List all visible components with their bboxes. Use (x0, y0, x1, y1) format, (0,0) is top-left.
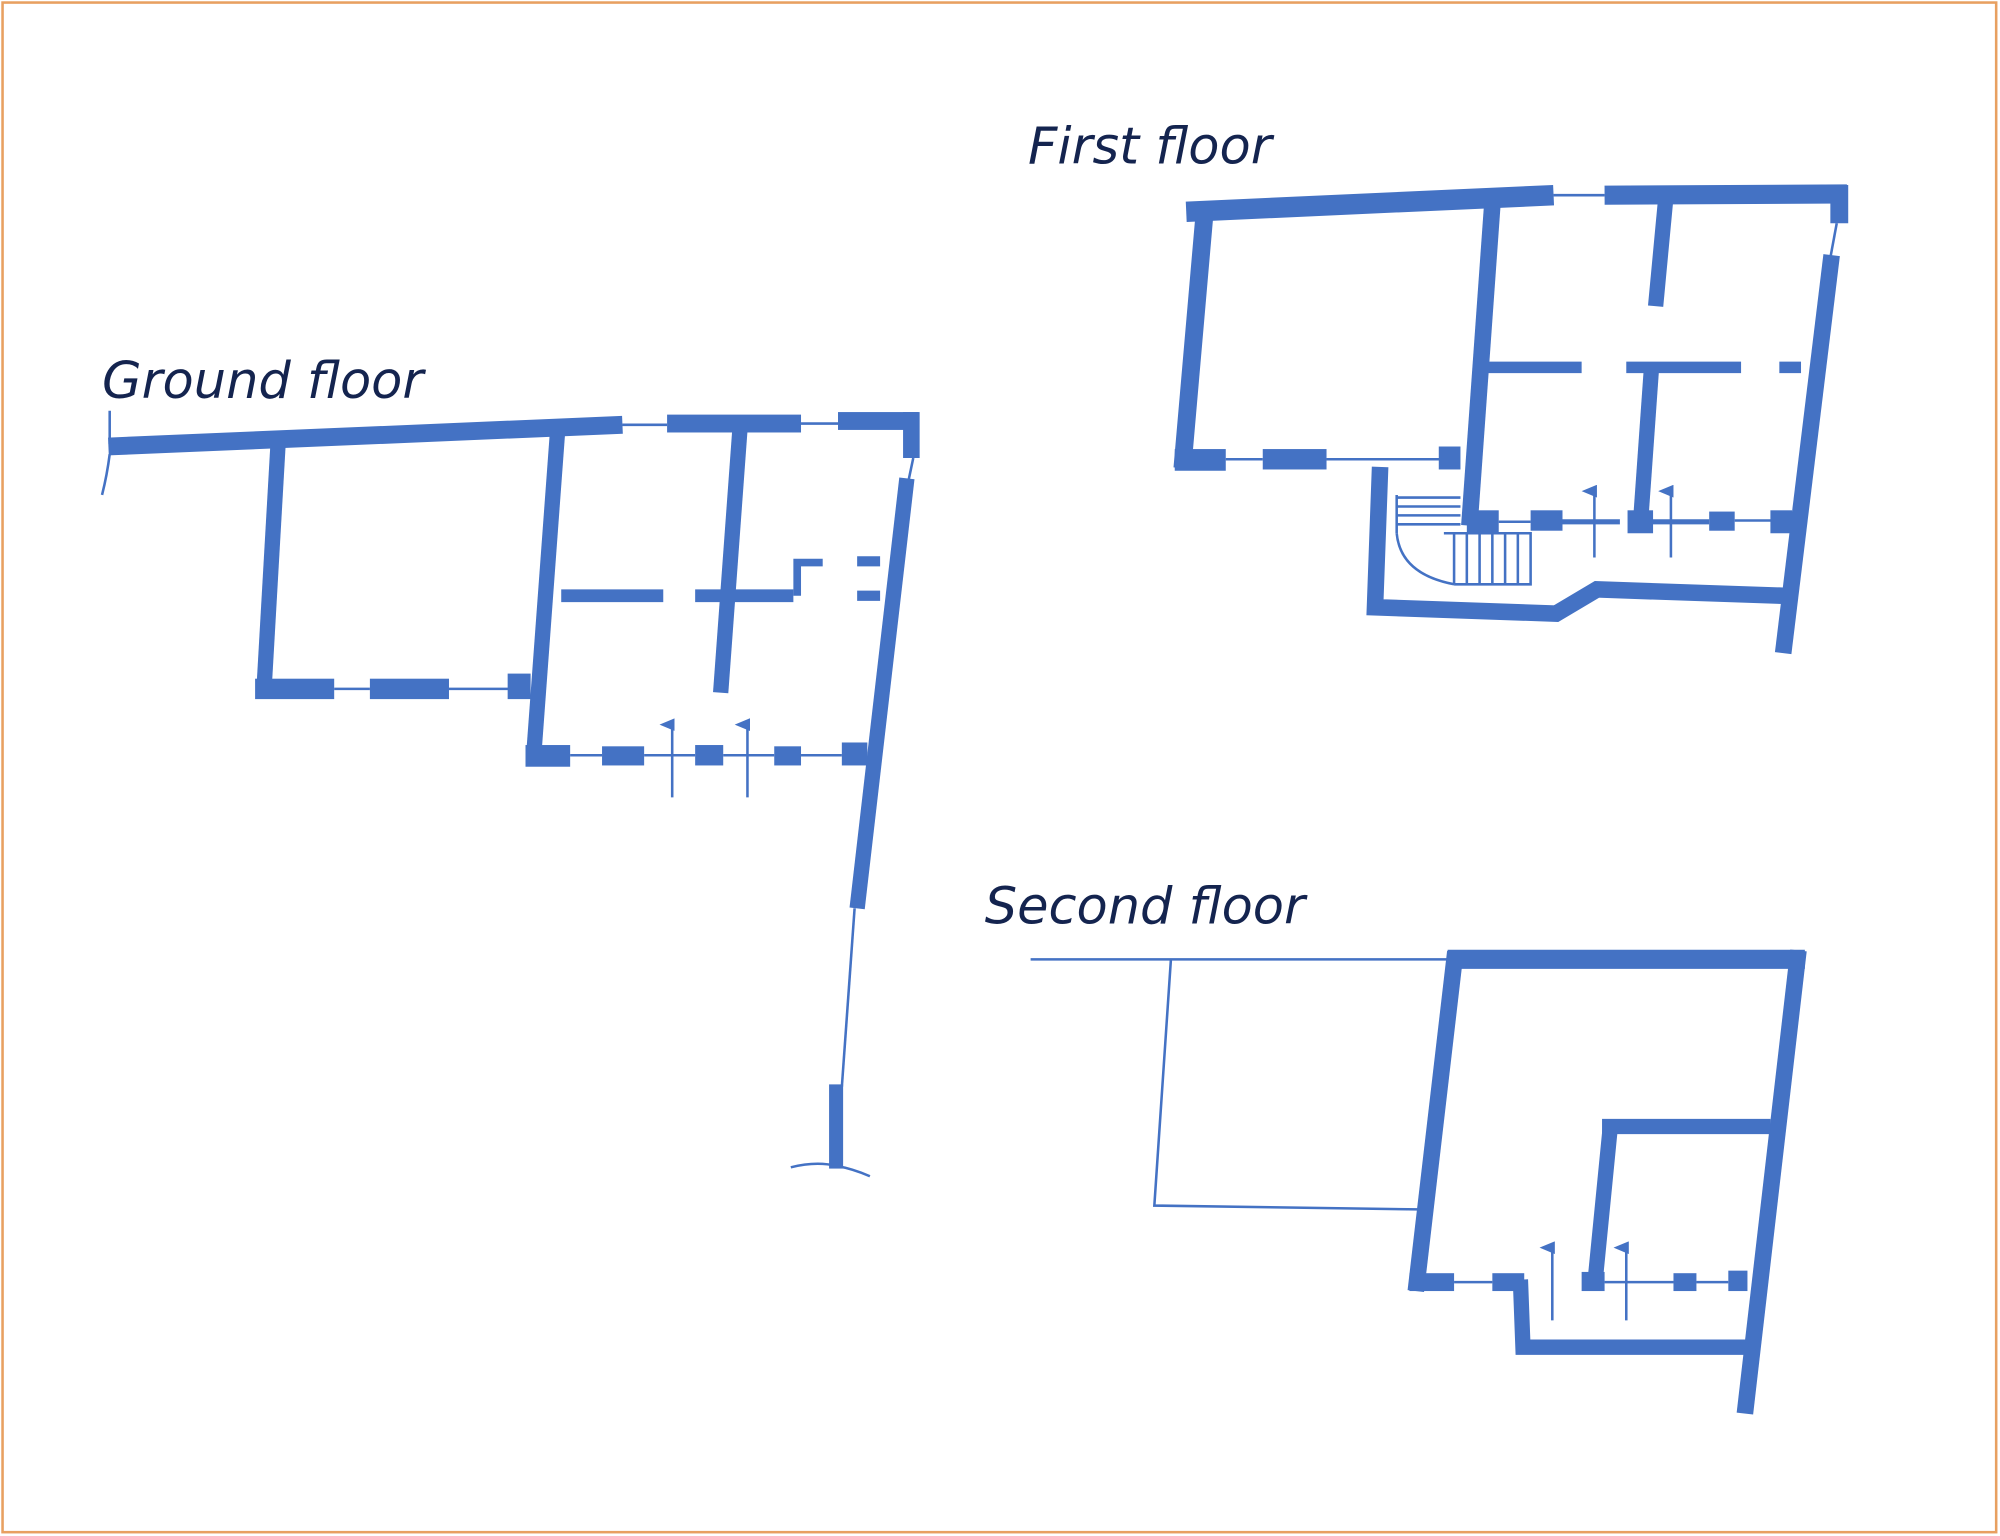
first-floor-plan: First floor (1028, 117, 1849, 655)
second-floor-label: Second floor (985, 878, 1308, 937)
first-floor-label: First floor (1028, 117, 1275, 176)
ground-floor-plan: Ground floor (100, 352, 920, 1178)
staircase (1395, 494, 1532, 586)
second-floor-plan: Second floor (985, 878, 1807, 1415)
ground-floor-label: Ground floor (102, 352, 426, 411)
